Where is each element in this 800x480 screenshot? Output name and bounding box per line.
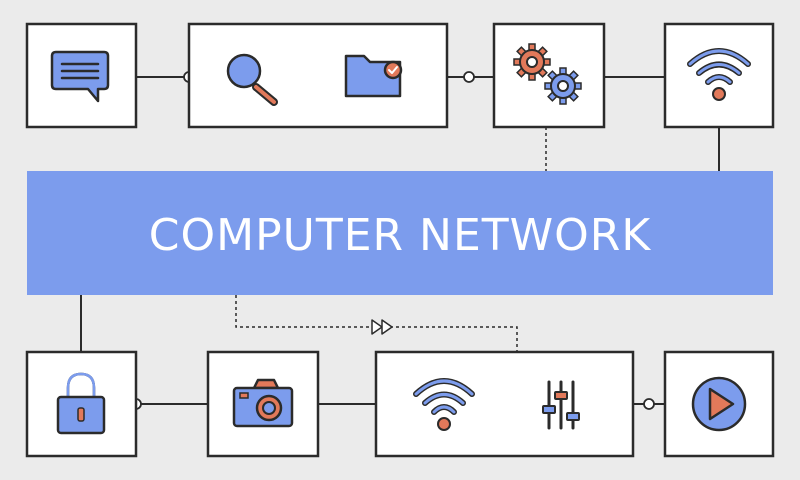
- magnifier-icon: [226, 53, 278, 106]
- connector-node: [463, 71, 475, 83]
- wifi-icon: [687, 48, 751, 101]
- connector-node: [643, 398, 655, 410]
- wifi-equalizer-box: [374, 350, 635, 458]
- camera-icon: [232, 378, 294, 428]
- fast-forward-arrow: [371, 319, 393, 335]
- wifi-icon: [413, 378, 475, 431]
- gears-icon: [513, 43, 582, 105]
- play-icon: [691, 376, 747, 432]
- banner-title: COMPUTER NETWORK: [149, 210, 652, 261]
- padlock-icon: [56, 372, 106, 435]
- folder-check-icon: [344, 54, 403, 98]
- chat-bubble-icon: [50, 50, 110, 103]
- title-banner: [27, 171, 773, 295]
- equalizer-icon: [542, 380, 580, 430]
